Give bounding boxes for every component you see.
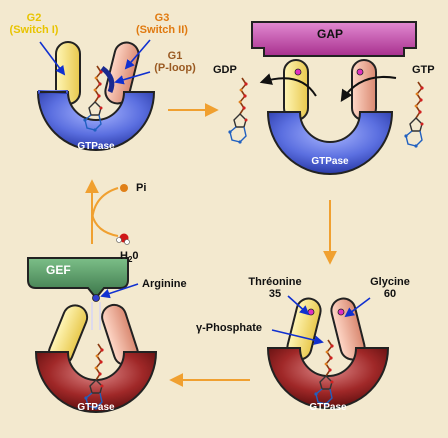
- water-molecule-icon: [116, 233, 130, 245]
- g2-subtitle: (Switch I): [9, 24, 59, 36]
- glycine-pointer: [344, 297, 371, 318]
- threonine-name: Thréonine: [248, 276, 302, 288]
- arginine-pointer: [100, 283, 139, 299]
- g3-subtitle: (Switch II): [136, 24, 188, 36]
- gef-block: [27, 257, 129, 300]
- phosphate-dot-icon: [294, 68, 302, 76]
- g3-title: G3: [154, 12, 170, 24]
- pi-dot-icon: [120, 184, 128, 192]
- gtpase-label: GTPase: [309, 402, 347, 413]
- gdp-label: GDP: [213, 64, 237, 76]
- water-in-arc: [91, 213, 119, 237]
- water-o: 0: [132, 250, 139, 262]
- phosphate-dot-icon: [337, 308, 345, 316]
- g1-title: G1: [167, 50, 183, 62]
- entry-arrow-right: [340, 76, 397, 103]
- gamma-phosphate-pointer: [271, 329, 324, 345]
- pi-release-arc: [91, 187, 119, 225]
- water-h: H: [120, 250, 128, 262]
- phosphate-dot-icon: [356, 68, 364, 76]
- gtpase-label: GTPase: [311, 156, 349, 167]
- panel-gap-bound: [227, 21, 425, 175]
- gap-label: GAP: [316, 27, 343, 41]
- threonine-label: Thréonine 35: [244, 276, 306, 300]
- p-loop: [100, 65, 115, 93]
- gap-block: [251, 21, 417, 57]
- panel-gtp-bound: [36, 39, 156, 151]
- gef-label: GEF: [46, 263, 71, 277]
- g2-pointer: [39, 41, 66, 76]
- threonine-number: 35: [268, 288, 282, 300]
- gamma-phosphate-label: γ-Phosphate: [196, 322, 263, 334]
- gtp-molecule-icon: [403, 81, 425, 149]
- phosphate-dot-icon: [307, 308, 315, 316]
- threonine-pointer: [287, 295, 310, 316]
- water-label: H20: [120, 250, 139, 266]
- glycine-name: Glycine: [370, 276, 410, 288]
- g3-pointer: [124, 39, 151, 70]
- arginine-dot-icon: [92, 294, 100, 302]
- g1-pointer: [114, 71, 151, 85]
- g2-title: G2: [26, 12, 42, 24]
- g3-label: G3 (Switch II): [124, 12, 200, 36]
- gdp-molecule-icon: [227, 77, 249, 145]
- glycine-number: 60: [383, 288, 397, 300]
- g1-label: G1 (P-loop): [144, 50, 206, 74]
- g2-label: G2 (Switch I): [4, 12, 64, 36]
- arginine-label: Arginine: [142, 278, 187, 290]
- gtpase-body: [266, 111, 394, 175]
- pi-label: Pi: [136, 182, 147, 194]
- water-subscript: 2: [127, 255, 133, 265]
- gtpase-label: GTPase: [77, 402, 115, 413]
- release-arrow-left: [259, 73, 317, 97]
- glycine-label: Glycine 60: [364, 276, 416, 300]
- g1-subtitle: (P-loop): [154, 62, 196, 74]
- panel-hydrolysis: [266, 295, 390, 409]
- gtpase-label: GTPase: [77, 141, 115, 152]
- panel-gef-bound: [27, 257, 158, 413]
- gtpase-body: [36, 91, 156, 151]
- gtpase-body: [34, 351, 158, 413]
- gtp-label: GTP: [412, 64, 435, 76]
